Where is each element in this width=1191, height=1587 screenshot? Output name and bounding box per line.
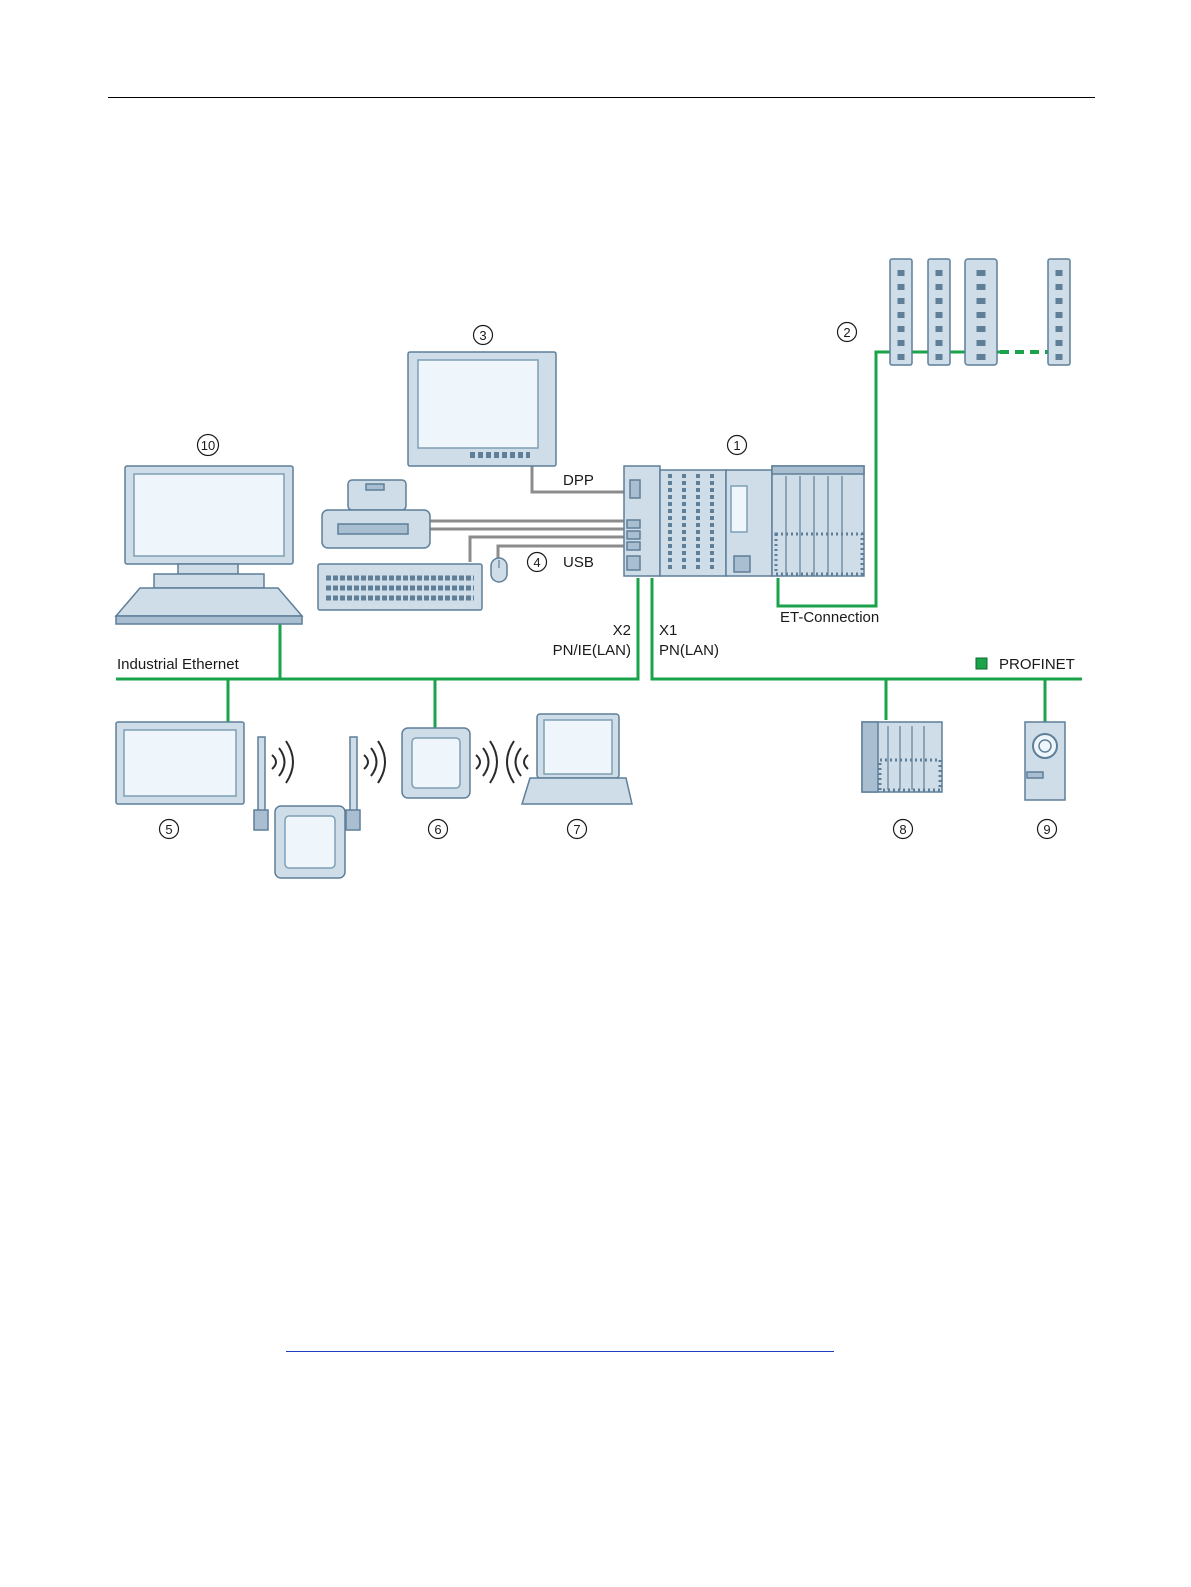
- callout-3-text: 3: [479, 328, 486, 343]
- hyperlink-underline[interactable]: [286, 1351, 834, 1352]
- distributed-io-modules: [890, 259, 1070, 365]
- callout-10-text: 10: [201, 438, 215, 453]
- callout-2: 2: [838, 323, 857, 342]
- label-dpp: DPP: [563, 472, 594, 489]
- access-point: [402, 728, 528, 798]
- label-usb: USB: [563, 554, 594, 571]
- label-x1: X1: [659, 622, 677, 639]
- callout-6-text: 6: [434, 822, 441, 837]
- callout-2-text: 2: [843, 325, 850, 340]
- callout-1: 1: [728, 436, 747, 455]
- callout-8: 8: [894, 820, 913, 839]
- callout-9-text: 9: [1043, 822, 1050, 837]
- drive: [1025, 722, 1065, 800]
- wireless-client: [254, 737, 385, 878]
- pc-workstation: [116, 466, 302, 624]
- label-et-connection: ET-Connection: [780, 609, 879, 626]
- callout-5: 5: [160, 820, 179, 839]
- mouse: [491, 558, 507, 582]
- panel-pc: [116, 722, 244, 804]
- io-station: [862, 722, 942, 792]
- profinet-legend-swatch: [976, 658, 987, 669]
- label-x2: X2: [613, 622, 631, 639]
- callout-4-text: 4: [533, 555, 540, 570]
- printer: [322, 480, 430, 548]
- callout-6: 6: [429, 820, 448, 839]
- callout-4: 4: [528, 553, 547, 572]
- keyboard: [318, 564, 482, 610]
- callout-9: 9: [1038, 820, 1057, 839]
- label-x1-protocol: PN(LAN): [659, 642, 719, 659]
- label-profinet: PROFINET: [999, 656, 1075, 673]
- hmi-panel: [408, 352, 556, 466]
- cpu-controller: [624, 466, 864, 576]
- label-industrial-ethernet: Industrial Ethernet: [117, 656, 240, 673]
- callout-10: 10: [198, 435, 219, 456]
- label-x2-protocol: PN/IE(LAN): [553, 642, 631, 659]
- callout-7-text: 7: [573, 822, 580, 837]
- callout-7: 7: [568, 820, 587, 839]
- callout-3: 3: [474, 326, 493, 345]
- grey-cables: [430, 466, 626, 562]
- callout-8-text: 8: [899, 822, 906, 837]
- laptop: [522, 714, 632, 804]
- callout-1-text: 1: [733, 438, 740, 453]
- callout-5-text: 5: [165, 822, 172, 837]
